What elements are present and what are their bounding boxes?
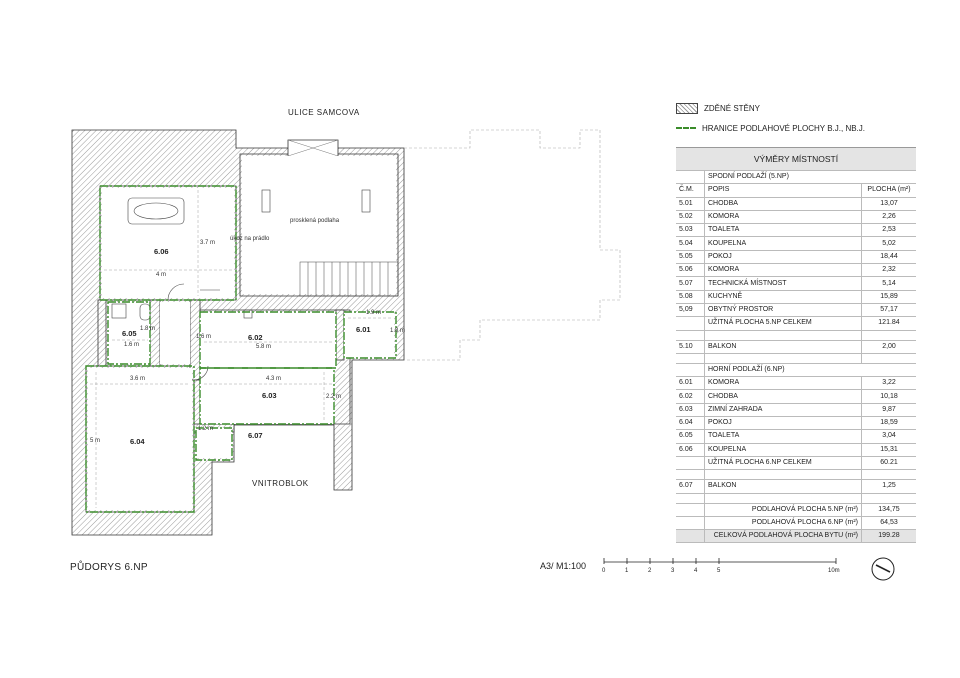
room-label-603: 6.03 (262, 391, 277, 400)
dim-604-width: 3.6 m (130, 376, 145, 382)
dim-607-width: 1.2 m (198, 426, 213, 432)
scale-tick-label: 1 (625, 568, 629, 574)
note-glass-floor: prosklená podlaha (290, 218, 340, 224)
walls (71, 129, 405, 536)
room-label-602: 6.02 (248, 333, 263, 342)
legend-boundary-label: HRANICE PODLAHOVÉ PLOCHY B.J., NB.J. (702, 123, 866, 133)
legend-boundary: HRANICE PODLAHOVÉ PLOCHY B.J., NB.J. (676, 121, 926, 135)
north-arrow-icon (871, 557, 895, 581)
dim-602-width: 5.8 m (256, 344, 271, 350)
dim-606-height: 3.7 m (200, 240, 215, 246)
dim-605-width: 1.6 m (124, 342, 139, 348)
bathtub (127, 197, 185, 225)
scale-bar: 0 1 2 3 4 5 10m (602, 558, 840, 574)
scale-tick-label: 4 (694, 568, 698, 574)
room-label-606: 6.06 (154, 247, 169, 256)
lower-section-label: SPODNÍ PODLAŽÍ (5.NP) (704, 170, 916, 185)
street-label: ULICE SAMCOVA (288, 108, 360, 117)
courtyard-label: VNITROBLOK (252, 479, 309, 488)
dim-601-height: 1.8 m (390, 328, 405, 334)
room-label-607: 6.07 (248, 431, 263, 440)
dim-606-width: 4 m (156, 272, 166, 278)
dim-605-height: 1.8 m (140, 326, 155, 332)
upper-section-label: HORNÍ PODLAŽÍ (6.NP) (704, 363, 916, 378)
col-no: Č.M. (676, 183, 705, 198)
lower-floor-outline (404, 129, 621, 361)
walls-swatch (676, 102, 698, 114)
dim-602-height: 1.6 m (196, 334, 211, 340)
sink (111, 303, 127, 319)
legend-walls-label: ZDĚNÉ STĚNY (704, 103, 761, 113)
dim-603-height: 2.2 m (326, 394, 341, 400)
boundary-line-swatch (676, 127, 696, 129)
dim-601-width: 1.9 m (366, 310, 381, 316)
sum-5-row: PODLAHOVÁ PLOCHA 5.NP (m²)134,75 (676, 503, 916, 517)
room-label-601: 6.01 (356, 325, 371, 334)
fixtures (111, 189, 371, 381)
scale-tick-label: 0 (602, 568, 606, 574)
room-label-604: 6.04 (130, 437, 145, 446)
scale-tick-label: 3 (671, 568, 675, 574)
scale-tick-label: 2 (648, 568, 652, 574)
legend-walls: ZDĚNÉ STĚNY (676, 101, 926, 115)
scale-tick-label: 5 (717, 568, 721, 574)
sum-total-row: CELKOVÁ PODLAHOVÁ PLOCHA BYTU (m²)199.28 (676, 529, 916, 544)
shower-tray (243, 309, 253, 319)
sum-6-row: PODLAHOVÁ PLOCHA 6.NP (m²)64,53 (676, 516, 916, 531)
drawing-title: PŮDORYS 6.NP (70, 562, 148, 573)
col-area: PLOCHA (m²) (861, 183, 916, 198)
dim-603-width: 4.3 m (266, 376, 281, 382)
area-table: VÝMĚRY MÍSTNOSTÍ SPODNÍ PODLAŽÍ (5.NP) Č… (676, 147, 916, 544)
col-desc: POPIS (704, 183, 862, 198)
scale-tick-label: 10m (828, 568, 840, 574)
note-storage: úkoz na prádlo (230, 236, 270, 242)
dim-604-height: 5 m (90, 438, 100, 444)
legend: ZDĚNÉ STĚNY HRANICE PODLAHOVÉ PLOCHY B.J… (676, 101, 926, 141)
dimension-lines (90, 190, 392, 508)
staircase (299, 261, 399, 297)
bathtub-basin (133, 202, 179, 220)
table-title: VÝMĚRY MÍSTNOSTÍ (676, 147, 916, 171)
scale-label: A3/ M1:100 (540, 561, 587, 571)
room-label-605: 6.05 (122, 329, 137, 338)
floor-boundary (85, 185, 397, 513)
